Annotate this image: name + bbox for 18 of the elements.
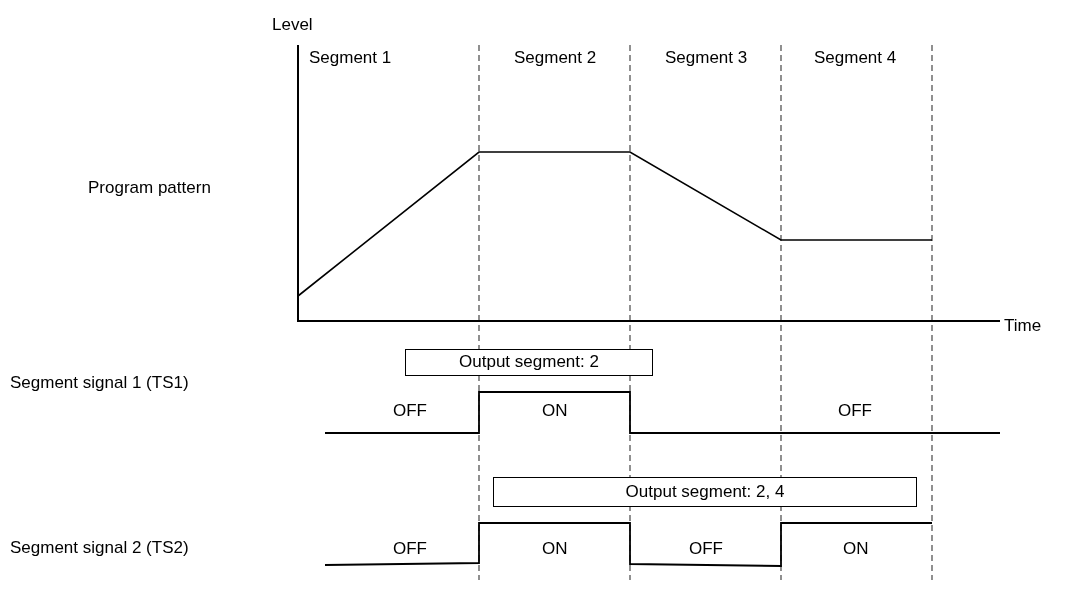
state-label: OFF bbox=[393, 539, 427, 559]
segment-label: Segment 3 bbox=[665, 48, 748, 68]
callout-box: Output segment: 2, 4 bbox=[493, 477, 917, 507]
callout-box: Output segment: 2 bbox=[405, 349, 653, 376]
state-label: ON bbox=[542, 539, 568, 559]
segment-label: Segment 1 bbox=[309, 48, 392, 68]
state-label: ON bbox=[542, 401, 568, 421]
segment-label: Segment 4 bbox=[814, 48, 897, 68]
state-label: OFF bbox=[393, 401, 427, 421]
axis-label: Level bbox=[272, 15, 313, 35]
row-label: Segment signal 2 (TS2) bbox=[10, 538, 189, 558]
row-label: Segment signal 1 (TS1) bbox=[10, 373, 189, 393]
row-label: Program pattern bbox=[88, 178, 211, 198]
state-label: OFF bbox=[689, 539, 723, 559]
segment-label: Segment 2 bbox=[514, 48, 597, 68]
state-label: ON bbox=[843, 539, 869, 559]
state-label: OFF bbox=[838, 401, 872, 421]
axis-label: Time bbox=[1004, 316, 1042, 336]
